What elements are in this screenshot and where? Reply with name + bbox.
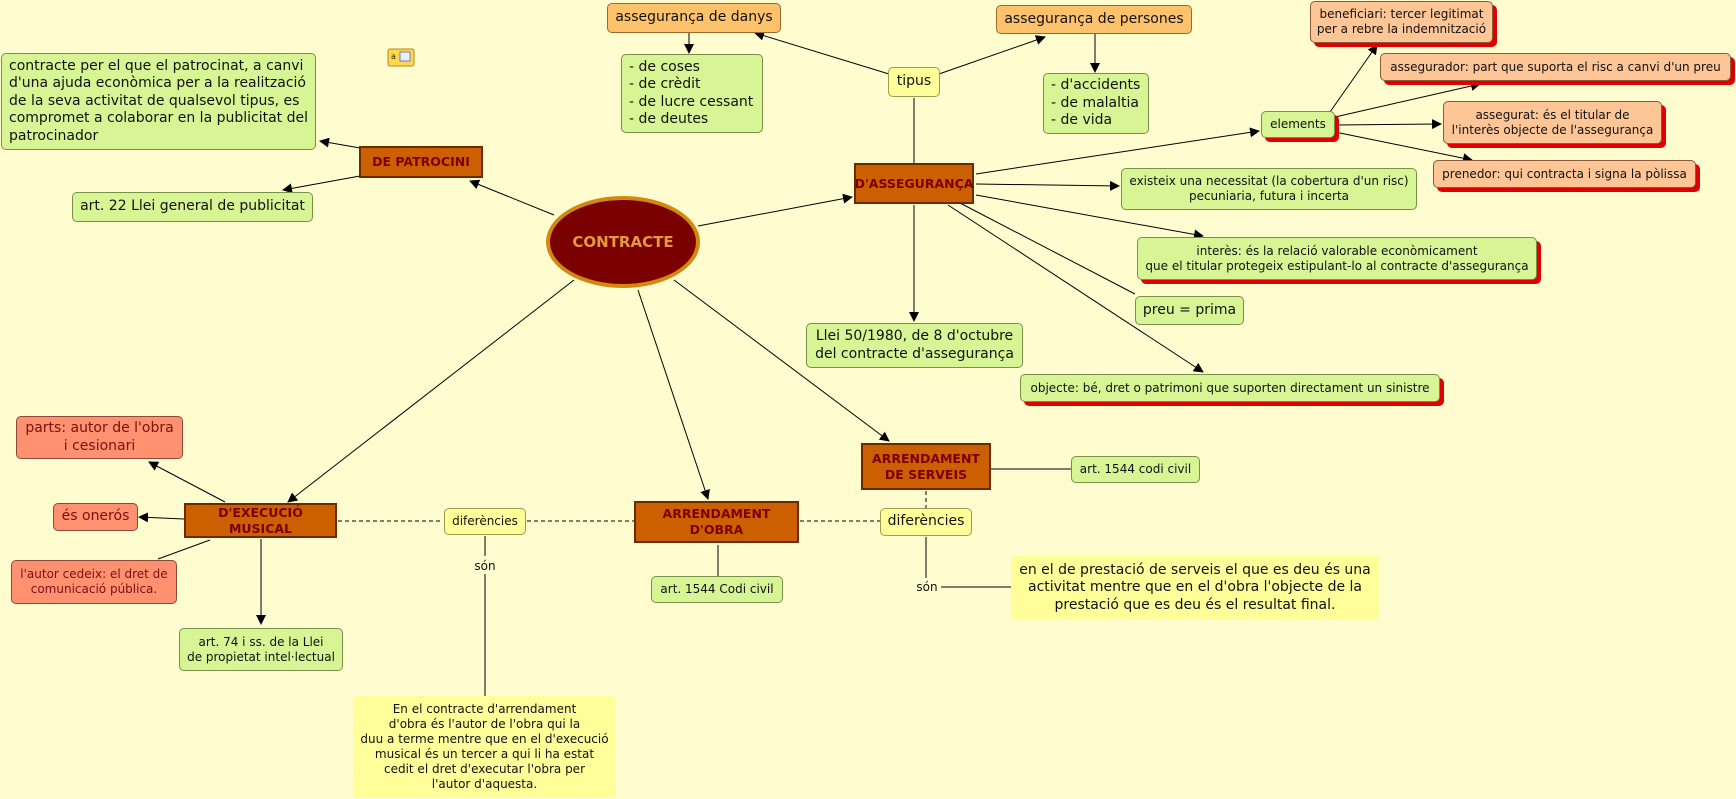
danys-list: - de coses - de crèdit - de lucre cessan… — [621, 54, 763, 133]
musical-parts: parts: autor de l'obra i cesionari — [16, 416, 183, 459]
node-patrocini[interactable]: DE PATROCINI — [359, 146, 483, 178]
patrocini-law: art. 22 Llei general de publicitat — [72, 192, 313, 222]
musical-oneros: és onerós — [53, 503, 138, 531]
node-asseguranca[interactable]: D'ASSEGURANÇA — [854, 163, 974, 204]
element-prenedor: prenedor: qui contracta i signa la pòlis… — [1433, 160, 1696, 188]
musical-autor-cedeix: l'autor cedeix: el dret de comunicació p… — [11, 560, 177, 604]
node-arrendament-serveis[interactable]: ARRENDAMENT DE SERVEIS — [861, 443, 991, 490]
element-assegurador: assegurador: part que suporta el risc a … — [1380, 53, 1731, 81]
svg-text:a: a — [391, 52, 396, 61]
node-arrendament-obra[interactable]: ARRENDAMENT D'OBRA — [634, 501, 799, 543]
obra-musical-diferencia-text: En el contracte d'arrendament d'obra és … — [353, 696, 616, 798]
musical-art74: art. 74 i ss. de la Llei de propietat in… — [179, 628, 343, 671]
linking-son-2: són — [916, 579, 938, 594]
asseguranca-llei: Llei 50/1980, de 8 d'octubre del contrac… — [806, 323, 1023, 368]
element-beneficiari: beneficiari: tercer legitimat per a rebr… — [1310, 1, 1493, 43]
serveis-diferencia-text: en el de prestació de serveis el que es … — [1011, 556, 1379, 620]
obra-law: art. 1544 Codi civil — [651, 576, 783, 603]
serveis-law: art. 1544 codi civil — [1071, 456, 1200, 483]
linking-son-1: són — [474, 558, 496, 573]
note-icon[interactable]: a — [387, 46, 417, 68]
asseguranca-interes: interès: és la relació valorable econòmi… — [1137, 237, 1537, 280]
patrocini-definition: contracte per el que el patrocinat, a ca… — [1, 53, 316, 150]
asseguranca-danys: assegurança de danys — [607, 3, 781, 33]
linking-diferencies-1: diferències — [444, 508, 526, 535]
linking-elements: elements — [1261, 111, 1335, 138]
element-assegurat: assegurat: és el titular de l'interès ob… — [1443, 101, 1662, 144]
asseguranca-necessitat: existeix una necessitat (la cobertura d'… — [1121, 168, 1417, 210]
node-execucio-musical[interactable]: D'EXECUCIÓ MUSICAL — [184, 503, 337, 538]
asseguranca-preu: preu = prima — [1135, 296, 1244, 325]
asseguranca-objecte: objecte: bé, dret o patrimoni que suport… — [1020, 374, 1440, 402]
asseguranca-persones: assegurança de persones — [996, 5, 1192, 34]
center-node[interactable]: CONTRACTE — [546, 196, 700, 288]
linking-tipus: tipus — [888, 67, 940, 97]
persones-list: - d'accidents - de malaltia - de vida — [1043, 73, 1149, 134]
linking-diferencies-2: diferències — [880, 508, 972, 536]
